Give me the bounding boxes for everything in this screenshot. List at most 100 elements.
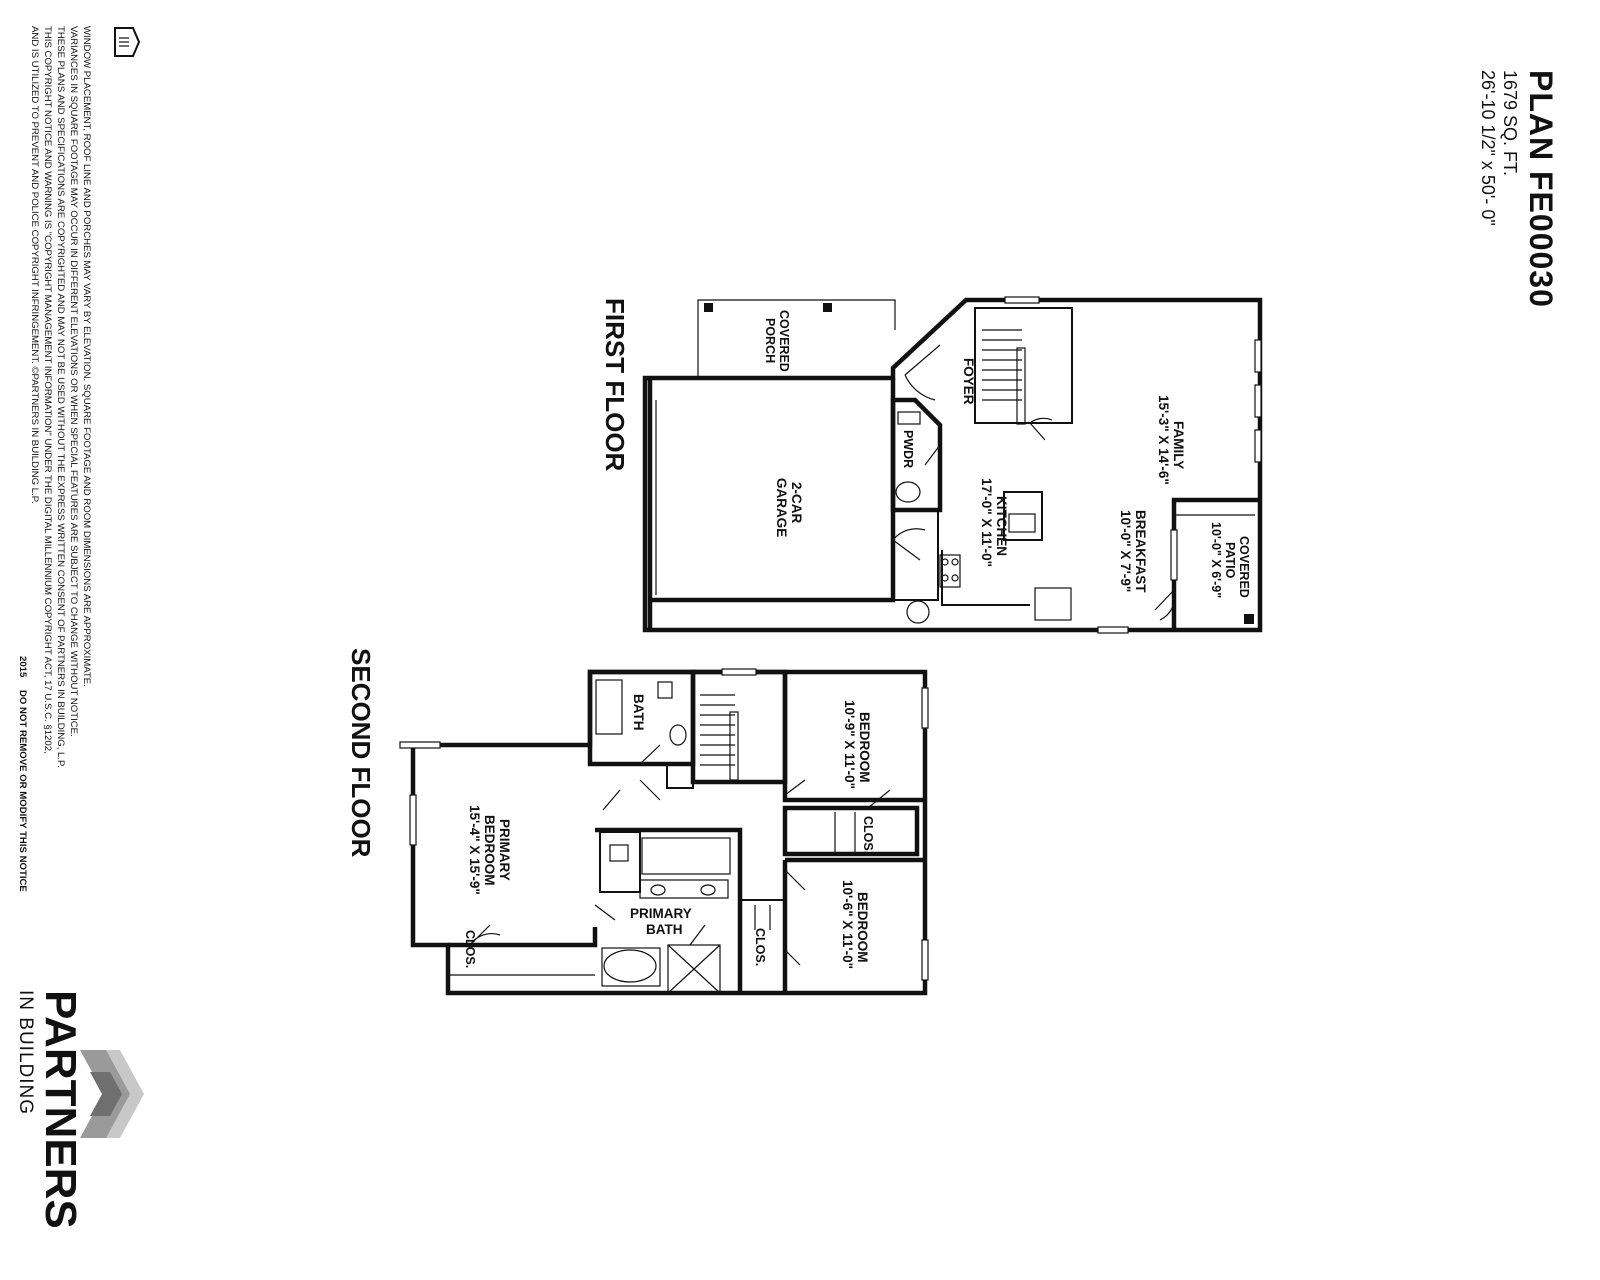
svg-text:COVERED: COVERED (777, 310, 791, 372)
bedroom-b-door (784, 869, 806, 891)
first-floor-plan: COVERED PORCH FOYER FAMILY 15'-3" X 14'-… (600, 296, 1263, 634)
company-logo: PARTNERS IN BUILDING (15, 990, 85, 1229)
powder-room-wall (890, 397, 943, 513)
svg-text:15'-3" X 14'-6": 15'-3" X 14'-6" (1156, 395, 1171, 485)
svg-text:BEDROOM: BEDROOM (857, 712, 872, 783)
clos-b-door (784, 949, 801, 966)
mudroom-door (892, 528, 926, 561)
plan-title: PLAN FE00030 (1523, 70, 1559, 308)
primary-window (409, 794, 417, 846)
shower-icon (667, 944, 721, 994)
room-label-bath: BATH (631, 694, 646, 731)
family-window (1254, 339, 1262, 373)
room-label-foyer: FOYER (961, 358, 976, 405)
svg-text:BATH: BATH (631, 694, 646, 731)
svg-text:VARIANCES IN SQUARE FOOTAGE MA: VARIANCES IN SQUARE FOOTAGE MAY OCCUR IN… (68, 26, 79, 737)
svg-text:17'-0" X 11'-0": 17'-0" X 11'-0" (979, 478, 994, 567)
patio-wall (1171, 497, 1260, 630)
clos-a-wall (782, 805, 920, 857)
tub-icon (603, 949, 657, 983)
primary-bedroom-wall (448, 927, 598, 948)
porch-column (823, 303, 832, 312)
bedroom-a-window (921, 687, 929, 729)
svg-text:GARAGE: GARAGE (774, 478, 789, 537)
svg-text:THIS COPYRIGHT NOTICE AND WARN: THIS COPYRIGHT NOTICE AND WARNING IS "CO… (42, 26, 53, 754)
vanity (639, 879, 729, 899)
svg-text:PWDR: PWDR (901, 430, 915, 468)
logo-name: PARTNERS (36, 990, 85, 1229)
room-label-covered-porch: COVERED PORCH (763, 310, 791, 372)
svg-text:KITCHEN: KITCHEN (994, 496, 1009, 556)
svg-text:WINDOW PLACEMENT, ROOF LINE AN: WINDOW PLACEMENT, ROOF LINE AND PORCHES … (81, 26, 92, 687)
patio-column (1244, 614, 1254, 624)
kitchen-counter (941, 550, 1030, 606)
stair-treads (982, 329, 1026, 425)
bathtub-icon (595, 679, 623, 735)
svg-text:FAMILY: FAMILY (1171, 421, 1186, 469)
svg-text:BEDROOM: BEDROOM (482, 815, 497, 886)
svg-text:PORCH: PORCH (763, 318, 777, 363)
svg-text:BATH: BATH (646, 922, 683, 937)
garage-wall (650, 378, 896, 603)
primary-closet-door (469, 924, 501, 946)
second-floor-label: SECOND FLOOR (346, 648, 376, 858)
primary-bath-door (594, 904, 706, 946)
notice-year: 2015 (17, 656, 28, 678)
sink-icon (700, 884, 716, 896)
kitchen-island (1003, 491, 1043, 541)
breakfast-window (1097, 626, 1129, 634)
second-floor-plan: BATH BEDROOM 10'-9" X 11'-0" CLOS. PRIMA… (346, 648, 929, 996)
svg-text:10'-0" X 7'-9": 10'-0" X 7'-9" (1118, 510, 1133, 592)
room-label-family: FAMILY 15'-3" X 14'-6" (1156, 395, 1186, 485)
svg-text:THESE PLANS AND SPECIFICATIONS: THESE PLANS AND SPECIFICATIONS ARE COPYR… (55, 26, 66, 768)
svg-text:BREAKFAST: BREAKFAST (1133, 510, 1148, 593)
mudroom (892, 509, 939, 601)
svg-text:10'-0" X 6'-9": 10'-0" X 6'-9" (1209, 522, 1223, 598)
svg-text:FIRST FLOOR: FIRST FLOOR (600, 298, 630, 472)
svg-text:AND IS UTILIZED TO PREVENT AND: AND IS UTILIZED TO PREVENT AND POLICE CO… (29, 26, 40, 504)
room-label-clos-primary: CLOS. (463, 930, 477, 968)
stairs (974, 307, 1073, 424)
copyright-notice: WINDOW PLACEMENT, ROOF LINE AND PORCHES … (17, 26, 92, 892)
primary-window (399, 741, 441, 749)
stair-treads-upper (700, 694, 739, 781)
front-door-swing (904, 344, 941, 401)
primary-wc (599, 831, 641, 893)
svg-text:BEDROOM: BEDROOM (855, 892, 870, 963)
svg-text:15'-4" X 15'-9": 15'-4" X 15'-9" (467, 805, 482, 895)
toilet-icon (657, 681, 673, 699)
svg-text:10'-9" X 11'-0": 10'-9" X 11'-0" (842, 700, 857, 789)
room-label-bedroom-a: BEDROOM 10'-9" X 11'-0" (842, 700, 872, 789)
toilet-icon (897, 411, 921, 425)
stair-closet-door (1029, 417, 1053, 441)
water-heater-icon (906, 600, 930, 624)
breakfast-window (1170, 529, 1178, 581)
svg-text:10'-6" X 11'-0": 10'-6" X 11'-0" (840, 880, 855, 969)
svg-text:PRIMARY: PRIMARY (630, 906, 692, 921)
sink-icon (650, 884, 666, 896)
svg-text:PATIO: PATIO (1223, 542, 1237, 579)
room-label-clos-b: CLOS. (753, 928, 767, 966)
top-window (1004, 296, 1040, 304)
range-icon (939, 554, 961, 588)
porch-outline (697, 299, 896, 378)
svg-text:COVERED: COVERED (1237, 536, 1251, 598)
sink-icon (895, 481, 921, 503)
equal-housing-icon (114, 27, 141, 57)
porch-column (704, 303, 713, 312)
island-sink-icon (1008, 513, 1036, 533)
svg-text:FOYER: FOYER (961, 358, 976, 405)
chevron-logo-icon (80, 1050, 144, 1138)
logo-tagline: IN BUILDING (15, 990, 36, 1115)
fridge-icon (1034, 587, 1072, 621)
plan-sqft: 1679 SQ. FT. (1500, 70, 1520, 176)
first-floor-label: FIRST FLOOR (600, 298, 630, 472)
linen-door (602, 779, 661, 811)
plan-dimensions: 26'-10 1/2" x 50'- 0" (1478, 70, 1498, 226)
stair-window (721, 668, 757, 676)
svg-text:CLOS.: CLOS. (753, 928, 767, 966)
title-block: PLAN FE00030 1679 SQ. FT. 26'-10 1/2" x … (1478, 70, 1559, 308)
toilet-icon (609, 844, 629, 862)
room-label-pwdr: PWDR (901, 430, 915, 468)
